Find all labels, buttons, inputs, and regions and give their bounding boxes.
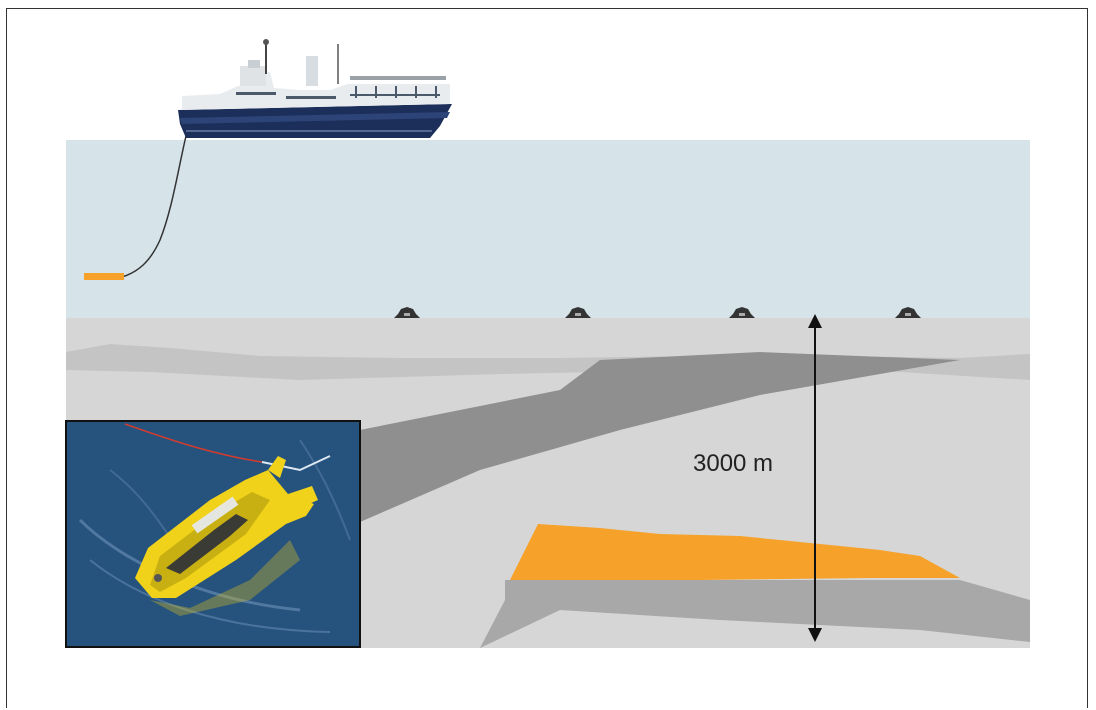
tow-cable xyxy=(121,135,187,278)
sediment-layer-upper xyxy=(66,344,1030,380)
seabed-node-icon xyxy=(895,307,921,318)
seabed-node-icon xyxy=(565,307,591,318)
diagram-frame xyxy=(6,8,1088,708)
water-column xyxy=(66,140,1030,320)
depth-label: 3000 m xyxy=(693,450,774,477)
depth-arrow-icon xyxy=(808,314,822,642)
seabed-node-icon xyxy=(729,307,755,318)
target-deposit xyxy=(510,524,960,580)
vessel-photo-icon xyxy=(65,420,361,648)
towed-source-icon xyxy=(84,273,124,280)
ship-icon xyxy=(178,39,452,138)
seabed-node-icon xyxy=(394,307,420,318)
strata-dark-band xyxy=(360,352,960,522)
strata-lower-band xyxy=(480,580,1030,648)
